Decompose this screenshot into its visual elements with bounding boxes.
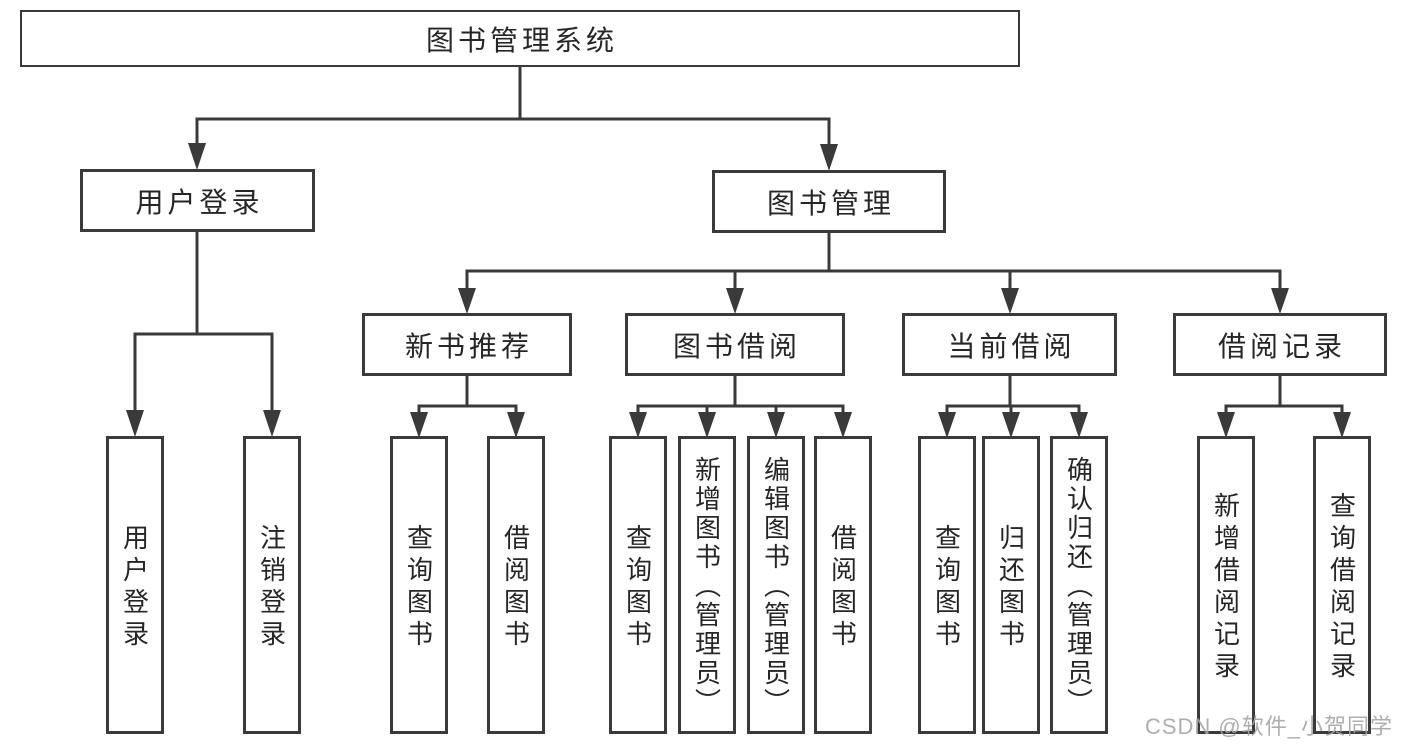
node-label: 借阅记录 [1217,330,1346,362]
node-label: 确认归还（管理员） [1063,456,1094,717]
leaf-query-books-current: 查询图书 [918,436,976,734]
node-library-management-system: 图书管理系统 [20,10,1020,67]
node-label: 当前借阅 [947,330,1076,362]
node-label: 查询图书 [622,524,653,652]
leaf-add-borrowing-record: 新增借阅记录 [1197,436,1255,734]
node-label: 查询借阅记录 [1326,492,1357,684]
leaf-query-borrowing-record: 查询借阅记录 [1313,436,1371,734]
node-borrowing-records: 借阅记录 [1173,313,1387,376]
node-label: 新增图书（管理员） [691,456,722,717]
node-label: 借阅图书 [827,524,858,652]
node-label: 注销登录 [256,524,287,652]
node-label: 用户登录 [119,524,150,652]
leaf-return-books: 归还图书 [982,436,1040,734]
node-label: 归还图书 [995,524,1026,652]
leaf-logout: 注销登录 [243,436,301,734]
node-book-borrowing: 图书借阅 [625,313,845,376]
node-label: 编辑图书（管理员） [760,456,791,717]
leaf-borrow-books-recommendation: 借阅图书 [487,436,545,734]
node-label: 用户登录 [135,186,264,218]
leaf-confirm-return-admin: 确认归还（管理员） [1050,436,1108,734]
arrowheads [126,143,1351,438]
leaf-user-login: 用户登录 [106,436,164,734]
leaf-edit-books-admin: 编辑图书（管理员） [747,436,805,734]
node-label: 图书管理系统 [425,24,618,56]
leaf-query-books-recommendation: 查询图书 [390,436,448,734]
node-label: 查询图书 [403,524,434,652]
leaf-add-books-admin: 新增图书（管理员） [678,436,736,734]
node-label: 图书借阅 [672,330,801,362]
node-user-login-group: 用户登录 [80,169,315,232]
node-book-management-group: 图书管理 [712,170,946,233]
node-new-book-recommendation: 新书推荐 [362,313,572,376]
node-label: 借阅图书 [500,524,531,652]
leaf-query-books-borrowing: 查询图书 [609,436,667,734]
leaf-borrow-books: 借阅图书 [814,436,872,734]
node-label: 新书推荐 [404,330,533,362]
node-label: 新增借阅记录 [1210,492,1241,684]
node-current-borrowing: 当前借阅 [902,313,1117,376]
node-label: 图书管理 [766,187,895,219]
node-label: 查询图书 [931,524,962,652]
